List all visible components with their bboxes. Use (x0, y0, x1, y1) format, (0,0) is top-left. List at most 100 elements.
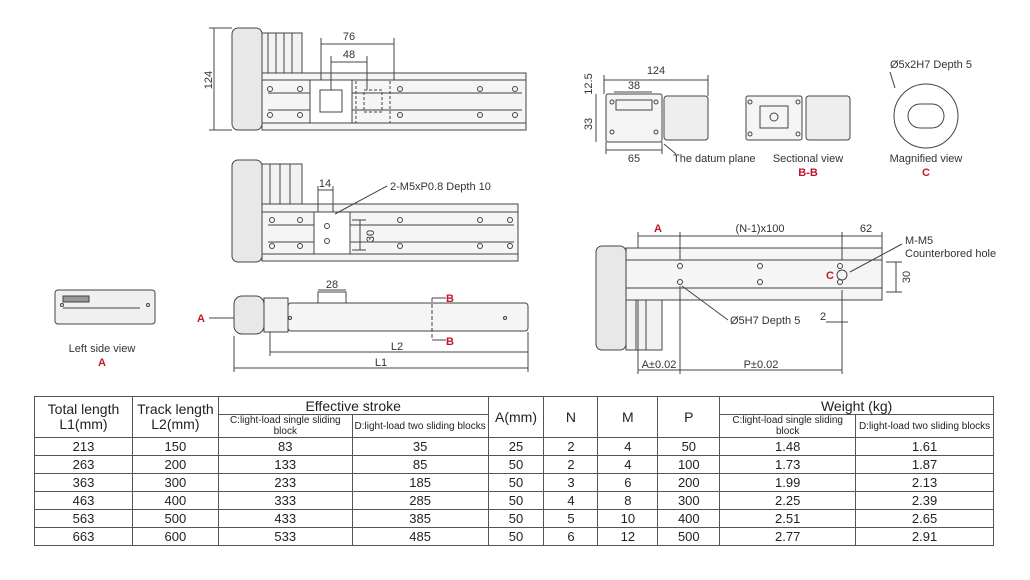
cell-l2: 300 (131, 473, 219, 492)
left-side-view (54, 289, 156, 325)
cell-weight-c: 2.77 (719, 527, 857, 546)
cell-a: 50 (487, 455, 545, 474)
cell-stroke-c: 83 (217, 437, 353, 456)
cell-p: 400 (657, 509, 721, 528)
header-l1-label: L1(mm) (59, 416, 108, 432)
cell-n: 3 (543, 473, 599, 492)
cell-a: 50 (487, 509, 545, 528)
datum-dim-12-5: 12.5 (583, 73, 595, 94)
callout-counterbored: Counterbored hole (905, 248, 996, 260)
datum-dim-33: 33 (583, 118, 595, 130)
header-row-1: Total length L1(mm) Track length L2(mm) … (34, 396, 994, 438)
sectional-view-marker: B-B (798, 167, 818, 179)
cell-stroke-c: 133 (217, 455, 353, 474)
cell-n: 4 (543, 491, 599, 510)
cell-p: 200 (657, 473, 721, 492)
header-stroke-c: C:light-load single sliding block (217, 414, 353, 438)
callout-thread: 2-M5xP0.8 Depth 10 (390, 181, 491, 193)
header-track-length: Track length L2(mm) (131, 396, 219, 438)
cell-l2: 400 (131, 491, 219, 510)
cell-weight-d: 2.39 (855, 491, 994, 510)
datum-dim-124: 124 (647, 65, 665, 77)
cell-l1: 463 (34, 491, 133, 510)
datum-dim-65: 65 (628, 153, 640, 165)
header-weight: Weight (kg) (719, 396, 994, 415)
magnified-view (889, 71, 959, 149)
cell-a: 25 (487, 437, 545, 456)
technical-drawing: 76 48 124 14 30 2-M5xP0.8 Depth 10 28 L2… (54, 27, 996, 374)
bottom-dim-a: A (654, 223, 662, 235)
cell-l2: 600 (131, 527, 219, 546)
cell-weight-c: 2.25 (719, 491, 857, 510)
dim-14: 14 (319, 178, 331, 190)
sectional-view-caption: Sectional view (773, 153, 843, 165)
cell-l1: 263 (34, 455, 133, 474)
cell-weight-d: 2.13 (855, 473, 994, 492)
datum-plane-view (595, 75, 709, 155)
cell-weight-c: 1.73 (719, 455, 857, 474)
cell-weight-c: 1.48 (719, 437, 857, 456)
header-m: M (597, 396, 659, 438)
header-l2-label: L2(mm) (151, 416, 200, 432)
cell-n: 2 (543, 455, 599, 474)
bottom-dim-30: 30 (901, 271, 913, 283)
bottom-dim-pitch: (N-1)x100 (736, 223, 785, 235)
callout-pin: Ø5H7 Depth 5 (730, 315, 800, 327)
left-side-view-marker: A (98, 357, 106, 369)
dim-28: 28 (326, 279, 338, 291)
cell-l1: 663 (34, 527, 133, 546)
magnified-view-marker: C (922, 167, 930, 179)
cell-p: 300 (657, 491, 721, 510)
side-view (209, 289, 529, 372)
left-side-view-caption: Left side view (69, 343, 136, 355)
datum-plane-caption: The datum plane (673, 153, 756, 165)
dim-124: 124 (203, 71, 215, 89)
cell-weight-d: 2.65 (855, 509, 994, 528)
bottom-dim-2: 2 (820, 311, 826, 323)
tol-a: A±0.02 (642, 359, 677, 371)
header-total-length: Total length L1(mm) (34, 396, 133, 438)
cell-stroke-d: 385 (351, 509, 489, 528)
cell-m: 12 (597, 527, 659, 546)
header-a: A(mm) (487, 396, 545, 438)
marker-b-top: B (446, 293, 454, 305)
cell-l2: 500 (131, 509, 219, 528)
cell-stroke-c: 433 (217, 509, 353, 528)
header-effective-stroke: Effective stroke (217, 396, 489, 415)
cell-l1: 213 (34, 437, 133, 456)
cell-stroke-d: 485 (351, 527, 489, 546)
tol-p: P±0.02 (744, 359, 779, 371)
header-row-2: C:light-load single sliding block D:ligh… (35, 414, 994, 438)
bottom-marker-c: C (826, 270, 834, 282)
cell-n: 2 (543, 437, 599, 456)
header-total-length-label: Total length (47, 401, 120, 417)
callout-m-m5: M-M5 (905, 235, 933, 247)
header-weight-d: D:light-load two sliding blocks (855, 414, 994, 438)
dim-30: 30 (365, 230, 377, 242)
cell-a: 50 (487, 527, 545, 546)
spec-table: Total length L1(mm) Track length L2(mm) … (34, 396, 994, 546)
bottom-view (595, 232, 903, 374)
cell-l1: 363 (34, 473, 133, 492)
cell-a: 50 (487, 473, 545, 492)
magnified-view-caption: Magnified view (890, 153, 963, 165)
header-n: N (543, 396, 599, 438)
header-p: P (657, 396, 721, 438)
cell-stroke-d: 285 (351, 491, 489, 510)
cell-m: 8 (597, 491, 659, 510)
dim-48: 48 (343, 49, 355, 61)
cell-m: 4 (597, 437, 659, 456)
cell-stroke-c: 333 (217, 491, 353, 510)
cell-weight-c: 2.51 (719, 509, 857, 528)
cell-stroke-c: 533 (217, 527, 353, 546)
cell-m: 6 (597, 473, 659, 492)
datum-dim-38: 38 (628, 80, 640, 92)
cell-weight-d: 1.87 (855, 455, 994, 474)
magnified-callout: Ø5x2H7 Depth 5 (890, 59, 972, 71)
cell-p: 500 (657, 527, 721, 546)
